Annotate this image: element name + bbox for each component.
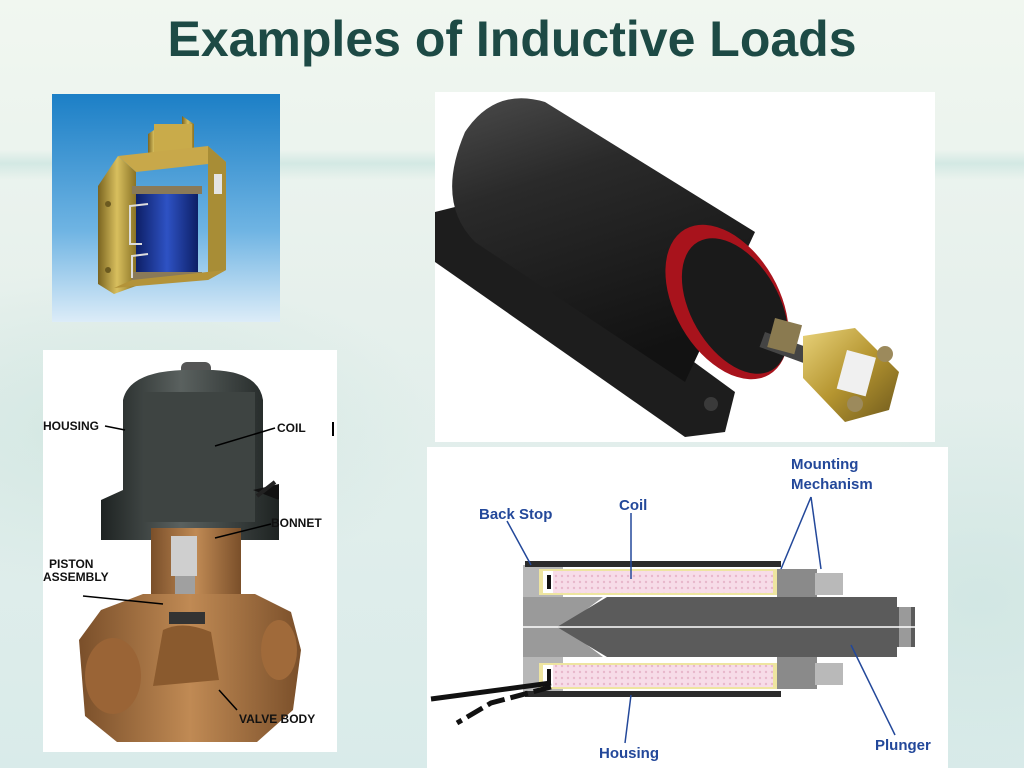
solenoid-cross-section-icon: Mounting Mechanism Back Stop Coil Housin… <box>430 456 937 762</box>
slide-title: Examples of Inductive Loads <box>167 11 857 67</box>
label-assembly: ASSEMBLY <box>43 570 109 584</box>
label-mounting: Mounting <box>791 456 858 473</box>
tubular-solenoid-photo <box>435 92 935 442</box>
label-bonnet: BONNET <box>271 516 322 530</box>
label-back-stop: Back Stop <box>479 506 552 523</box>
tubular-solenoid-icon <box>435 98 899 437</box>
label-plunger: Plunger <box>875 737 931 754</box>
label-coil: Coil <box>619 497 647 514</box>
label-piston: PISTON <box>49 557 93 571</box>
label-coil: COIL <box>277 421 306 435</box>
solenoid-valve-diagram: HOUSING COIL BONNET PISTON ASSEMBLY VALV… <box>43 350 337 752</box>
label-housing: Housing <box>599 745 659 762</box>
solenoid-valve-cutaway-icon: HOUSING COIL BONNET PISTON ASSEMBLY VALV… <box>43 362 334 742</box>
label-housing: HOUSING <box>43 419 99 433</box>
open-frame-solenoid-photo <box>52 94 280 322</box>
label-mechanism: Mechanism <box>791 476 873 493</box>
solenoid-cross-section-diagram: Mounting Mechanism Back Stop Coil Housin… <box>427 447 948 768</box>
open-frame-solenoid-icon <box>52 94 280 322</box>
label-valve-body: VALVE BODY <box>239 712 315 726</box>
